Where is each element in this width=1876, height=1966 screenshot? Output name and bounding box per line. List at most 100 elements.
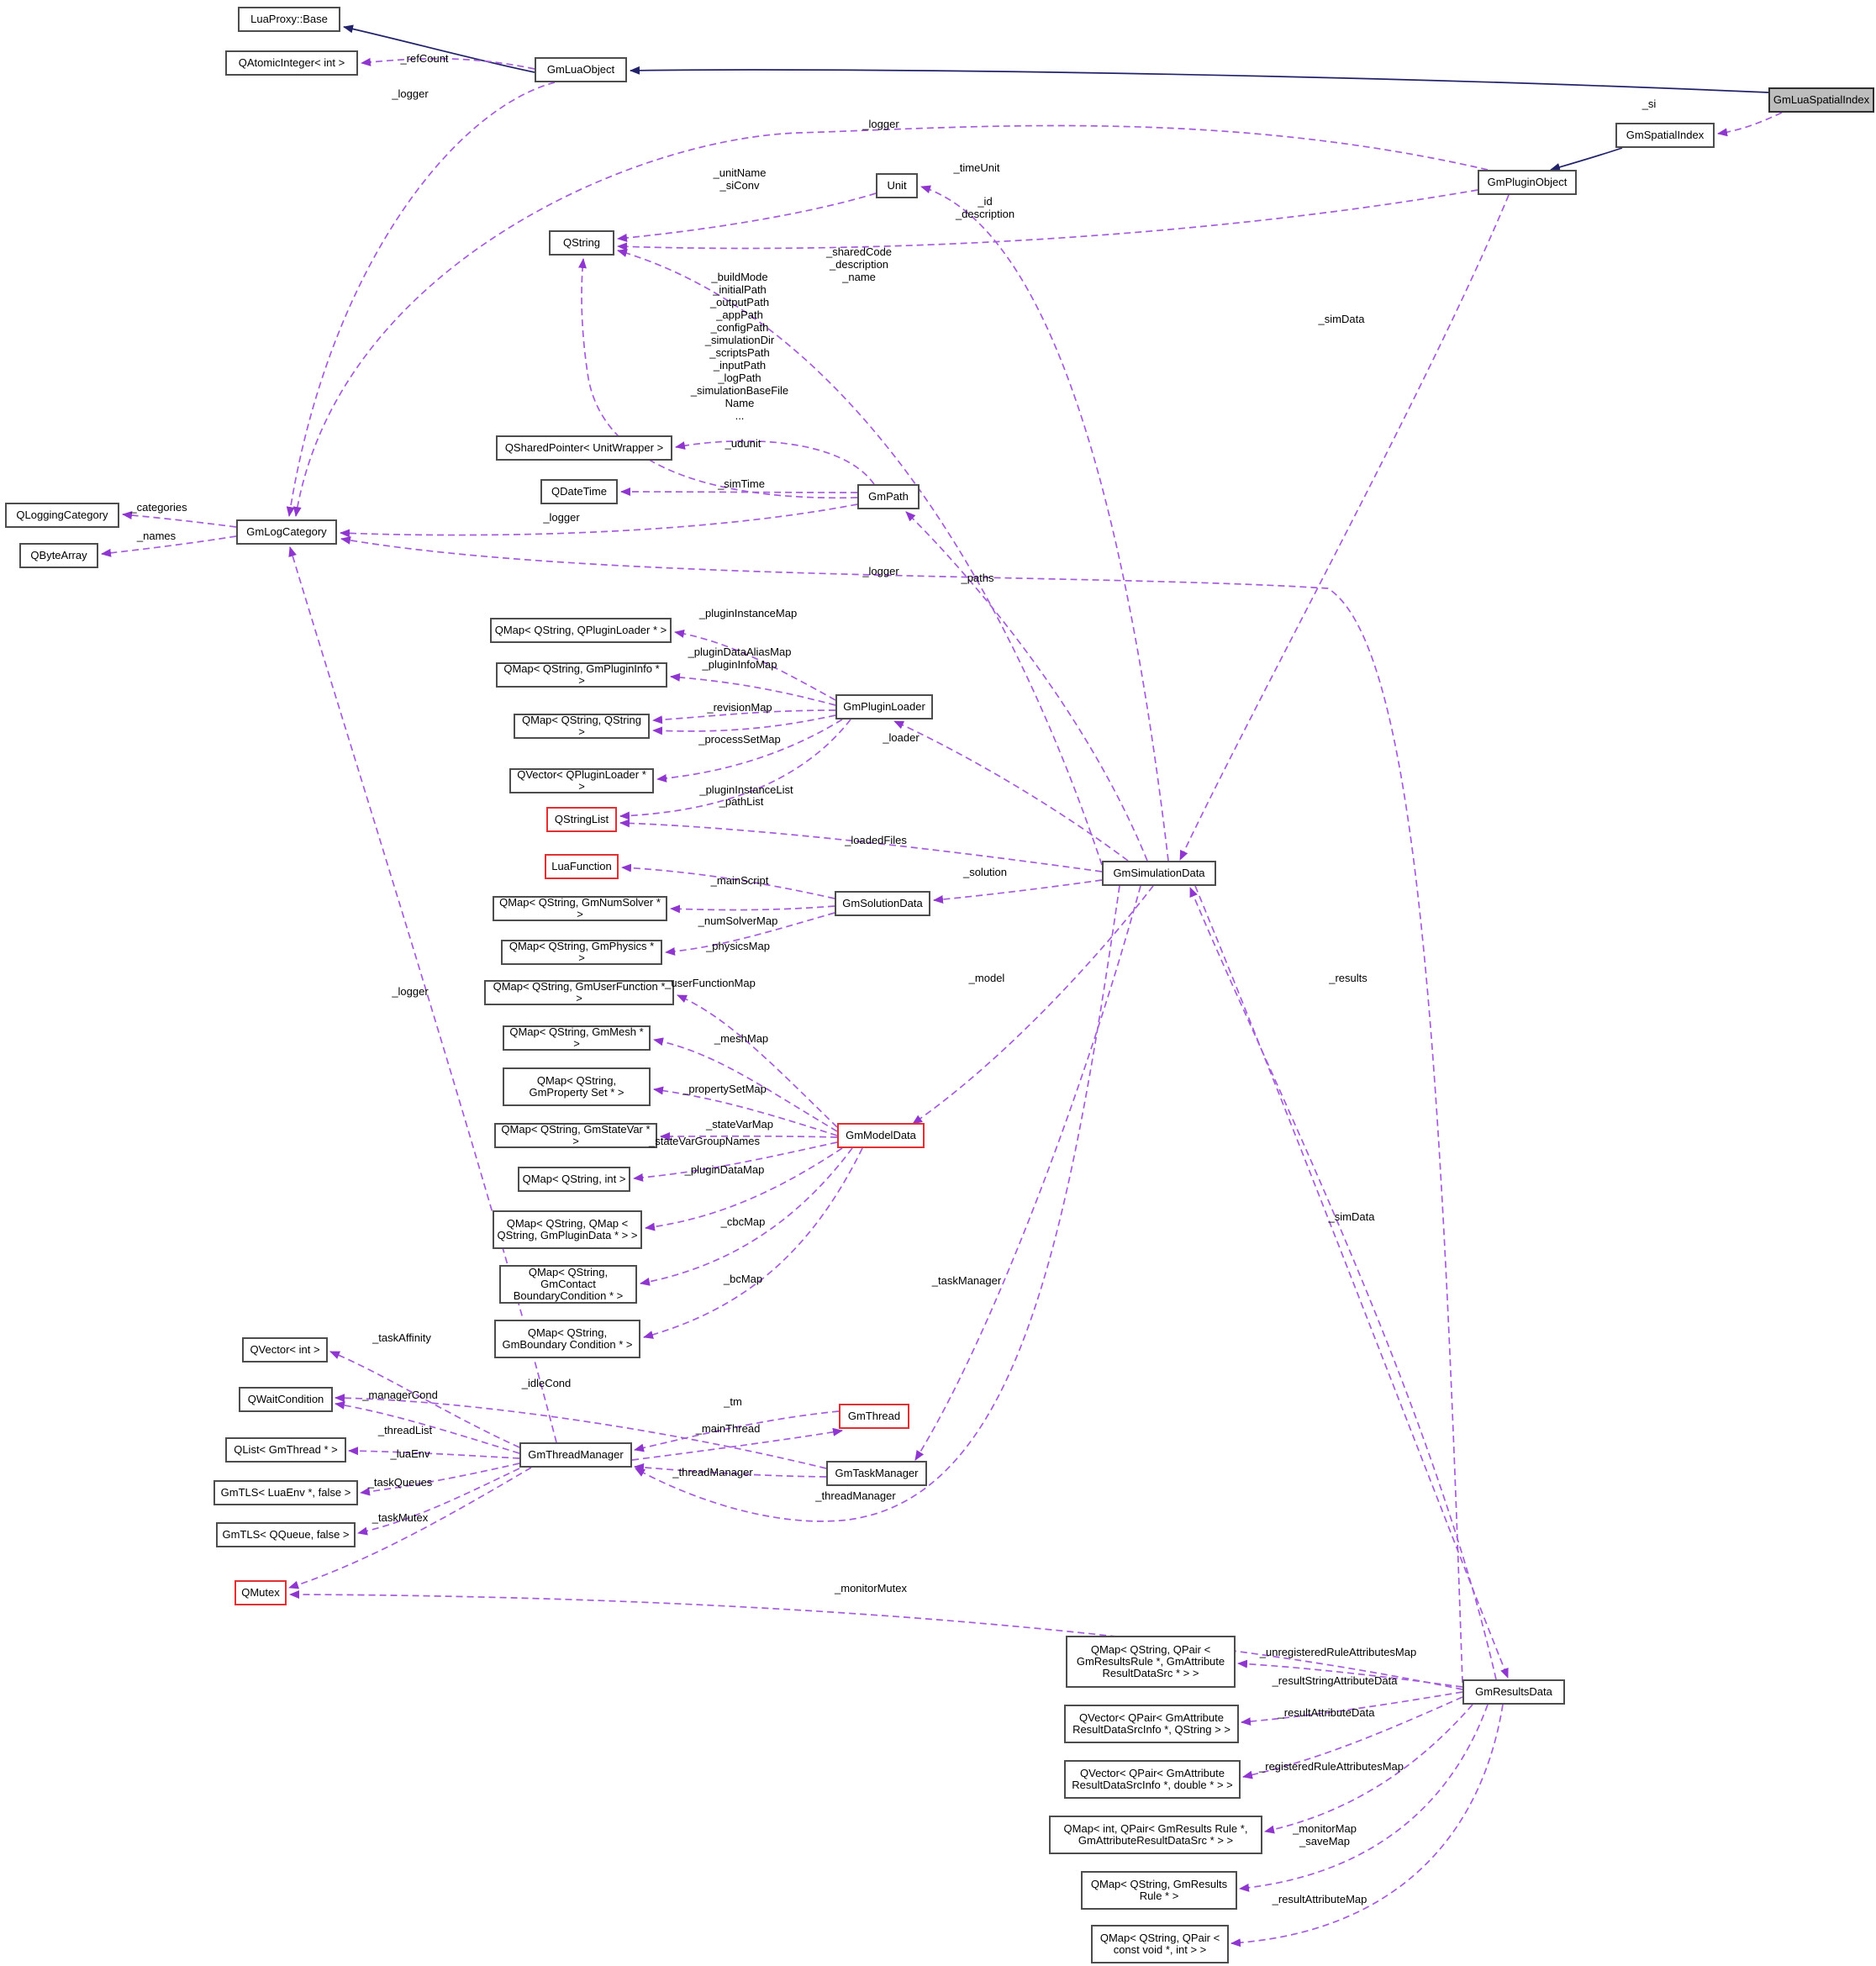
node-qmap-qstring-int[interactable]: QMap< QString, int > xyxy=(518,1167,630,1192)
edge-logger-resultsdata xyxy=(340,535,1463,1684)
node-qmap-qstring-gmstatevar[interactable]: QMap< QString, GmStateVar * > xyxy=(494,1123,657,1148)
node-gmsimulationdata[interactable]: GmSimulationData xyxy=(1102,861,1216,886)
node-qmap-qstring-gmresultsrule[interactable]: QMap< QString, GmResults Rule * > xyxy=(1081,1871,1237,1910)
edge-udunit xyxy=(675,440,875,485)
edge-resultattributemap xyxy=(1230,1704,1504,1948)
node-qlist-gmthread[interactable]: QList< GmThread * > xyxy=(225,1437,346,1463)
node-qmap-qstring-gmplugininfo[interactable]: QMap< QString, GmPluginInfo * > xyxy=(496,662,667,688)
edge-simdata-pluginobject xyxy=(1179,194,1510,861)
node-luafunction[interactable]: LuaFunction xyxy=(545,854,619,879)
node-qmap-qstring-qpluginloader[interactable]: QMap< QString, QPluginLoader * > xyxy=(490,618,672,643)
edge-propertysetmap xyxy=(653,1086,838,1136)
edge-taskmanager xyxy=(914,885,1141,1461)
edge-bcmap xyxy=(643,1147,863,1339)
node-gmmodeldata[interactable]: GmModelData xyxy=(837,1123,925,1148)
node-gmsolutiondata[interactable]: GmSolutionData xyxy=(835,891,930,916)
edge-paths xyxy=(905,511,1148,862)
edge-mainscript xyxy=(621,863,835,899)
edge-processsetmap xyxy=(652,714,836,735)
node-qmap-int-rules[interactable]: QMap< int, QPair< GmResults Rule *, GmAt… xyxy=(1049,1816,1262,1854)
node-gmthread[interactable]: GmThread xyxy=(839,1404,909,1429)
node-gmluaobject[interactable]: GmLuaObject xyxy=(535,57,627,82)
node-gmpath[interactable]: GmPath xyxy=(857,484,920,509)
edge-logger-gmpath xyxy=(340,503,858,538)
edge-timeunit xyxy=(920,185,1169,862)
edge-userfunctionmap xyxy=(677,994,838,1128)
node-gmresultsdata[interactable]: GmResultsData xyxy=(1462,1679,1565,1705)
node-gmlogcategory[interactable]: GmLogCategory xyxy=(236,519,337,545)
node-gmthreadmanager[interactable]: GmThreadManager xyxy=(519,1442,632,1468)
edge-logger-luaobject xyxy=(286,82,556,517)
edge-registeredruleattributesmap xyxy=(1264,1704,1473,1834)
edge-luaenv xyxy=(360,1463,520,1496)
edge-resultstringattributedata xyxy=(1241,1691,1463,1726)
node-qmap-qstring-gmuserfunction[interactable]: QMap< QString, GmUserFunction * > xyxy=(484,980,674,1005)
node-qvector-attr-double[interactable]: QVector< QPair< GmAttribute ResultDataSr… xyxy=(1064,1760,1241,1799)
node-qvector-qpluginloader[interactable]: QVector< QPluginLoader * > xyxy=(509,768,654,793)
edge-results xyxy=(1194,885,1509,1679)
edge-plugindatamap xyxy=(645,1147,843,1231)
node-qmap-qstring-gmphysics[interactable]: QMap< QString, GmPhysics * > xyxy=(501,940,662,965)
node-qmap-qstring-qpair-constvoid[interactable]: QMap< QString, QPair < const void *, int… xyxy=(1091,1925,1229,1963)
node-qstring[interactable]: QString xyxy=(549,230,614,256)
node-qloggingcategory[interactable]: QLoggingCategory xyxy=(5,503,119,528)
edge-loader xyxy=(893,720,1129,862)
edge-loadedfiles xyxy=(619,819,1103,872)
node-qstringlist[interactable]: QStringList xyxy=(546,807,617,832)
edge-logger-pluginobject xyxy=(292,124,1489,517)
node-gmpluginobject[interactable]: GmPluginObject xyxy=(1478,170,1577,195)
edge-taskmutex xyxy=(288,1467,532,1589)
node-qatomicinteger[interactable]: QAtomicInteger< int > xyxy=(225,50,358,76)
edge-idlecond xyxy=(335,1394,827,1469)
node-qmap-qstring-gmmesh[interactable]: QMap< QString, GmMesh * > xyxy=(503,1025,651,1051)
edge-simdata-resultsdata xyxy=(1189,887,1497,1680)
node-qvector-attr-qstring[interactable]: QVector< QPair< GmAttribute ResultDataSr… xyxy=(1064,1705,1239,1743)
node-qvector-int[interactable]: QVector< int > xyxy=(242,1337,328,1362)
edge-solution xyxy=(933,879,1103,904)
edge-inherit-gmluaspatialindex-gmluaobject xyxy=(630,66,1769,93)
node-qbytearray[interactable]: QByteArray xyxy=(19,543,98,568)
edge-id-description xyxy=(617,189,1478,251)
edge-threadlist xyxy=(348,1447,520,1459)
edge-si xyxy=(1717,112,1783,137)
edge-shared-desc-name xyxy=(617,249,1103,866)
edge-statevarmap xyxy=(660,1131,838,1141)
edge-numsolvermap xyxy=(670,904,835,914)
node-unit[interactable]: Unit xyxy=(876,173,918,198)
edge-statevargroupnames xyxy=(633,1141,838,1182)
node-qmutex[interactable]: QMutex xyxy=(234,1580,287,1605)
node-qdatetime[interactable]: QDateTime xyxy=(540,479,618,504)
edge-meshmap xyxy=(653,1037,838,1132)
edge-plugindataaliasmap-plugininfomap xyxy=(670,672,836,706)
node-luaproxy-base[interactable]: LuaProxy::Base xyxy=(238,7,340,32)
node-gmtls-qqueue[interactable]: GmTLS< QQueue, false > xyxy=(216,1522,356,1547)
node-gmspatialindex[interactable]: GmSpatialIndex xyxy=(1615,123,1715,148)
edge-path-fields xyxy=(577,258,858,499)
node-gmpluginloader[interactable]: GmPluginLoader xyxy=(835,694,933,719)
edge-cbcmap xyxy=(640,1147,853,1286)
edge-names xyxy=(101,535,237,557)
edge-plugininstancelist xyxy=(656,719,843,783)
node-gmtls-luaenv[interactable]: GmTLS< LuaEnv *, false > xyxy=(213,1480,358,1505)
node-qmap-qstring-gmboundarycondition[interactable]: QMap< QString, GmBoundary Condition * > xyxy=(494,1320,640,1358)
edge-unregisteredruleattributesmap xyxy=(1237,1659,1463,1688)
node-qmap-unregistered-rules[interactable]: QMap< QString, QPair < GmResultsRule *, … xyxy=(1066,1636,1236,1688)
edge-simtime xyxy=(620,488,858,497)
node-qwaitcondition[interactable]: QWaitCondition xyxy=(239,1387,333,1412)
edge-plugininstancemap xyxy=(674,629,836,701)
node-qmap-qstring-gmnumsolver[interactable]: QMap< QString, GmNumSolver * > xyxy=(493,896,667,921)
edge-unitname-siconv xyxy=(617,192,877,242)
edge-model xyxy=(912,885,1154,1125)
edge-threadmanager-sim xyxy=(635,885,1120,1522)
edge-managercond xyxy=(335,1400,520,1454)
edge-logger-threadmanager xyxy=(288,546,557,1443)
edge-revisionmap xyxy=(652,709,836,725)
node-qsharedpointer-unitwrapper[interactable]: QSharedPointer< UnitWrapper > xyxy=(496,435,672,461)
edge-refcount xyxy=(361,57,535,70)
node-qmap-qstring-gmcontactboundarycondition[interactable]: QMap< QString, GmContact BoundaryConditi… xyxy=(499,1265,637,1304)
node-gmtaskmanager[interactable]: GmTaskManager xyxy=(826,1461,927,1486)
node-qmap-qstring-qmap-gmplugindata[interactable]: QMap< QString, QMap < QString, GmPluginD… xyxy=(493,1210,642,1249)
node-qmap-qstring-qstring[interactable]: QMap< QString, QString > xyxy=(514,714,650,739)
node-qmap-qstring-gmpropertyset[interactable]: QMap< QString, GmProperty Set * > xyxy=(503,1067,651,1106)
